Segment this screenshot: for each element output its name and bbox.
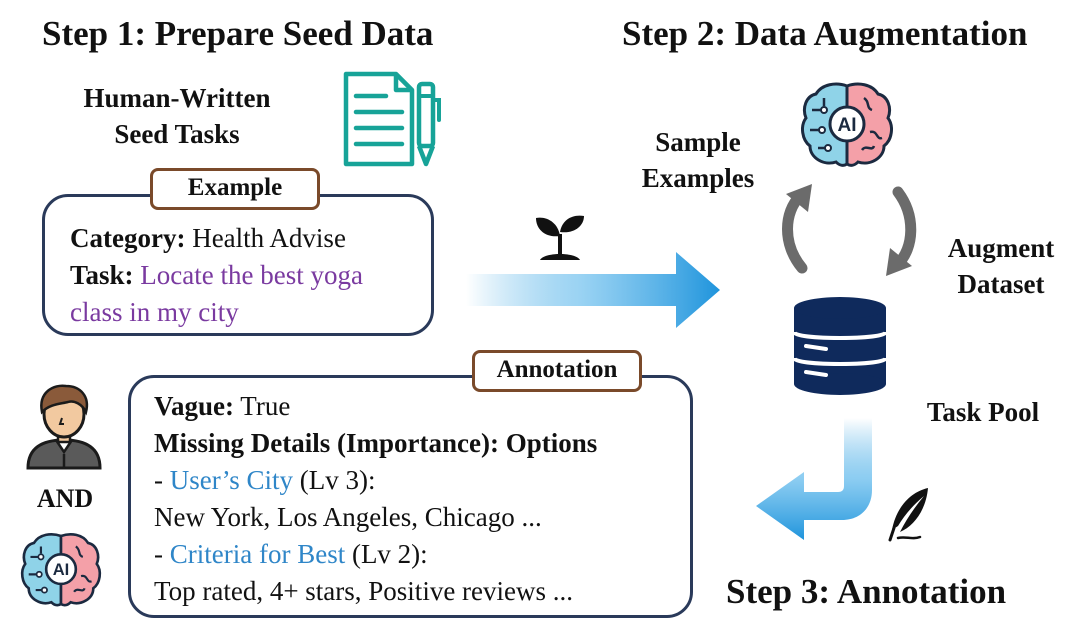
- and-label: AND: [36, 484, 94, 513]
- missing-item-2-options: Top rated, 4+ stars, Positive reviews ..…: [154, 576, 574, 606]
- task-value-continued: class in my city: [70, 297, 239, 327]
- sprout-icon: [536, 215, 584, 260]
- example-tag: Example: [150, 168, 320, 210]
- task-value: Locate the best yoga: [140, 260, 363, 290]
- missing-item-1: - User’s City (Lv 3):: [154, 465, 376, 495]
- vague-value: True: [240, 391, 291, 421]
- brain-ai-text-annotator: AI: [53, 560, 70, 579]
- missing-details-header: Missing Details (Importance): Options: [154, 428, 598, 458]
- annotation-box: [128, 375, 693, 618]
- missing-item-2-level: (Lv 2):: [345, 539, 428, 569]
- document-pencil-icon: [343, 71, 441, 167]
- task-key: Task:: [70, 260, 134, 290]
- database-icon: [792, 297, 888, 395]
- augment-dataset-label: Augment Dataset: [947, 233, 1055, 299]
- step3-title: Step 3: Annotation: [726, 572, 1007, 611]
- missing-item-2-name: Criteria for Best: [169, 539, 346, 569]
- missing-item-1-name: User’s City: [169, 465, 294, 495]
- example-box: [42, 194, 434, 336]
- category-value: Health Advise: [192, 223, 346, 253]
- step2-title: Step 2: Data Augmentation: [622, 14, 1028, 53]
- missing-item-1-options: New York, Los Angeles, Chicago ...: [154, 502, 542, 532]
- missing-item-2: - Criteria for Best (Lv 2):: [154, 539, 428, 569]
- brain-ai-icon: AI: [801, 82, 893, 167]
- brain-ai-text: AI: [838, 115, 857, 136]
- task-pool-label: Task Pool: [926, 397, 1040, 427]
- task-line: Task: Locate the best yoga: [70, 256, 363, 294]
- annotation-tag: Annotation: [472, 350, 642, 392]
- curved-arrow-icon: [756, 418, 872, 540]
- missing-item-1-level: (Lv 3):: [293, 465, 376, 495]
- vague-key: Vague:: [154, 391, 235, 421]
- feather-quill-icon: [888, 488, 928, 542]
- vague-line: Vague: True: [154, 387, 290, 425]
- step1-title: Step 1: Prepare Seed Data: [42, 14, 434, 53]
- category-key: Category:: [70, 223, 186, 253]
- brain-ai-icon-annotator: AI: [20, 533, 102, 607]
- flow-arrow-icon: [466, 252, 720, 328]
- human-written-label: Human-Written Seed Tasks: [83, 83, 271, 149]
- person-avatar-icon: [26, 384, 102, 470]
- cycle-arrows-icon: [782, 184, 917, 276]
- sample-examples-label: Sample Examples: [641, 127, 755, 193]
- category-line: Category: Health Advise: [70, 219, 346, 257]
